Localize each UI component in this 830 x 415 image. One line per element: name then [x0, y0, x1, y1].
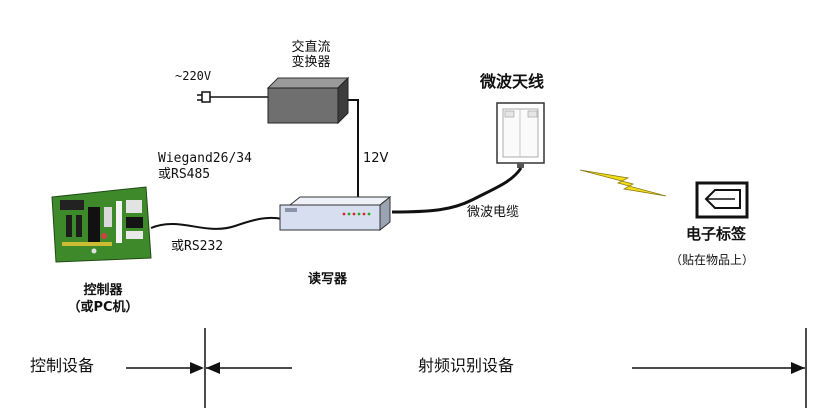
dc-power-line — [348, 99, 359, 205]
rfid-equipment-label: 射频识别设备 — [418, 356, 515, 375]
control-scope-arrow — [126, 362, 204, 374]
controller-label: 控制器 （或PC机） — [55, 282, 151, 316]
microwave-antenna — [496, 102, 545, 168]
protocol-label-line1: Wiegand26/34 — [158, 151, 252, 166]
rfid-scope-left-arrow — [206, 362, 292, 374]
rfid-scope-right-arrow — [632, 362, 805, 374]
controller-label-line1: 控制器 — [83, 283, 123, 298]
converter-label-line1: 交直流 — [291, 40, 331, 55]
power-plug-icon — [197, 91, 211, 103]
dc-voltage-label: 12V — [363, 151, 389, 166]
rf-signal-bolt-icon — [579, 169, 667, 197]
controller-board — [51, 186, 152, 263]
control-equipment-label: 控制设备 — [30, 356, 95, 375]
microwave-cable — [391, 167, 523, 214]
converter-label: 交直流 变换器 — [281, 40, 341, 70]
reader-label: 读写器 — [308, 272, 348, 287]
tag-title: 电子标签 — [686, 225, 747, 243]
rs232-label: 或RS232 — [171, 239, 224, 254]
antenna-title: 微波天线 — [480, 72, 545, 91]
protocol-label-line2: 或RS485 — [158, 167, 211, 182]
cable-label: 微波电缆 — [467, 205, 520, 220]
protocol-label: Wiegand26/34 或RS485 — [158, 151, 252, 183]
scope-dividers — [204, 328, 807, 408]
tag-note: （贴在物品上） — [670, 253, 755, 267]
electronic-tag-icon — [695, 181, 749, 219]
reader-device — [279, 195, 392, 232]
controller-label-line2: （或PC机） — [67, 300, 139, 315]
power-voltage-label: ~220V — [175, 69, 212, 83]
converter-label-line2: 变换器 — [291, 55, 331, 70]
acdc-converter-box — [266, 76, 350, 125]
rs232-cable — [150, 216, 283, 230]
